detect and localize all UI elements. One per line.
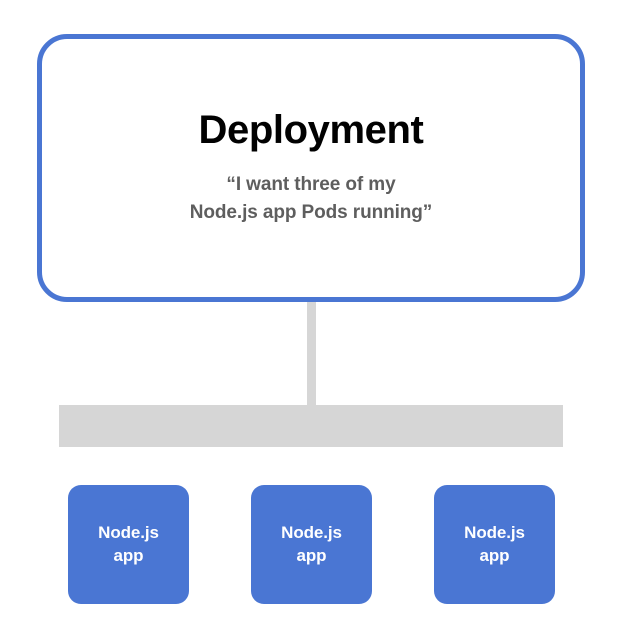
deployment-subtitle-line-2: Node.js app Pods running”: [189, 202, 433, 223]
pod-label-line-1: Node.js: [464, 522, 525, 542]
pod-label-line-2: app: [113, 545, 144, 565]
deployment-title: Deployment: [198, 108, 424, 153]
pod-node-js-app-3: Node.js app: [434, 485, 555, 604]
pod-node-js-app-1: Node.js app: [68, 485, 189, 604]
deployment-subtitle-line-1: “I want three of my: [226, 174, 396, 196]
pod-node-js-app-2: Node.js app: [251, 485, 372, 604]
pod-label-line-1: Node.js: [281, 522, 342, 542]
pod-label-line-1: Node.js: [98, 522, 159, 542]
replicaset-bar: [59, 405, 563, 447]
deployment-box: Deployment “I want three of my Node.js a…: [37, 34, 585, 302]
deployment-subtitle: “I want three of my Node.js app Pods run…: [189, 171, 433, 226]
pod-label-line-2: app: [479, 545, 510, 565]
vertical-connector-line: [307, 299, 316, 407]
pods-row: Node.js app Node.js app Node.js app: [0, 485, 622, 605]
pod-label-line-2: app: [296, 545, 327, 565]
